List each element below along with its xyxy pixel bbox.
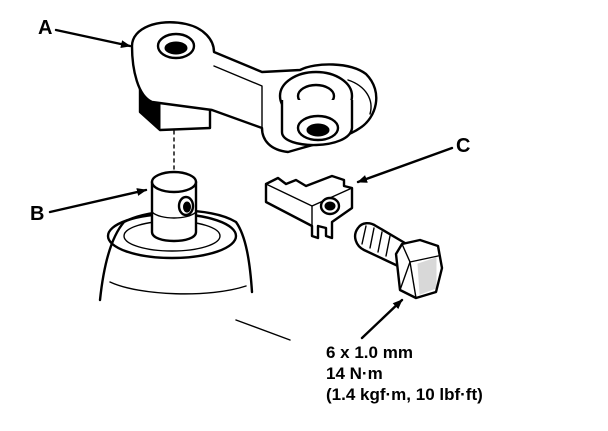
leader-arrow-b	[48, 188, 148, 214]
callout-label-c: C	[456, 135, 470, 157]
callout-label-a: A	[38, 17, 52, 39]
lock-bracket-c	[264, 174, 354, 240]
leader-arrow-bolt	[360, 298, 404, 340]
torque-alt-text: (1.4 kgf·m, 10 lbf·ft)	[326, 385, 483, 404]
leader-arrow-c	[356, 146, 454, 184]
shift-arm-a	[130, 21, 378, 154]
flange-bolt	[353, 222, 444, 300]
callout-label-b: B	[30, 203, 44, 225]
bolt-size-text: 6 x 1.0 mm	[326, 343, 413, 362]
torque-nm-text: 14 N·m	[326, 364, 383, 383]
leader-arrows	[48, 28, 454, 340]
leader-arrow-a	[54, 28, 132, 49]
fastener-spec-block: 6 x 1.0 mm 14 N·m (1.4 kgf·m, 10 lbf·ft)	[326, 343, 483, 404]
shift-shaft-b	[150, 123, 198, 243]
